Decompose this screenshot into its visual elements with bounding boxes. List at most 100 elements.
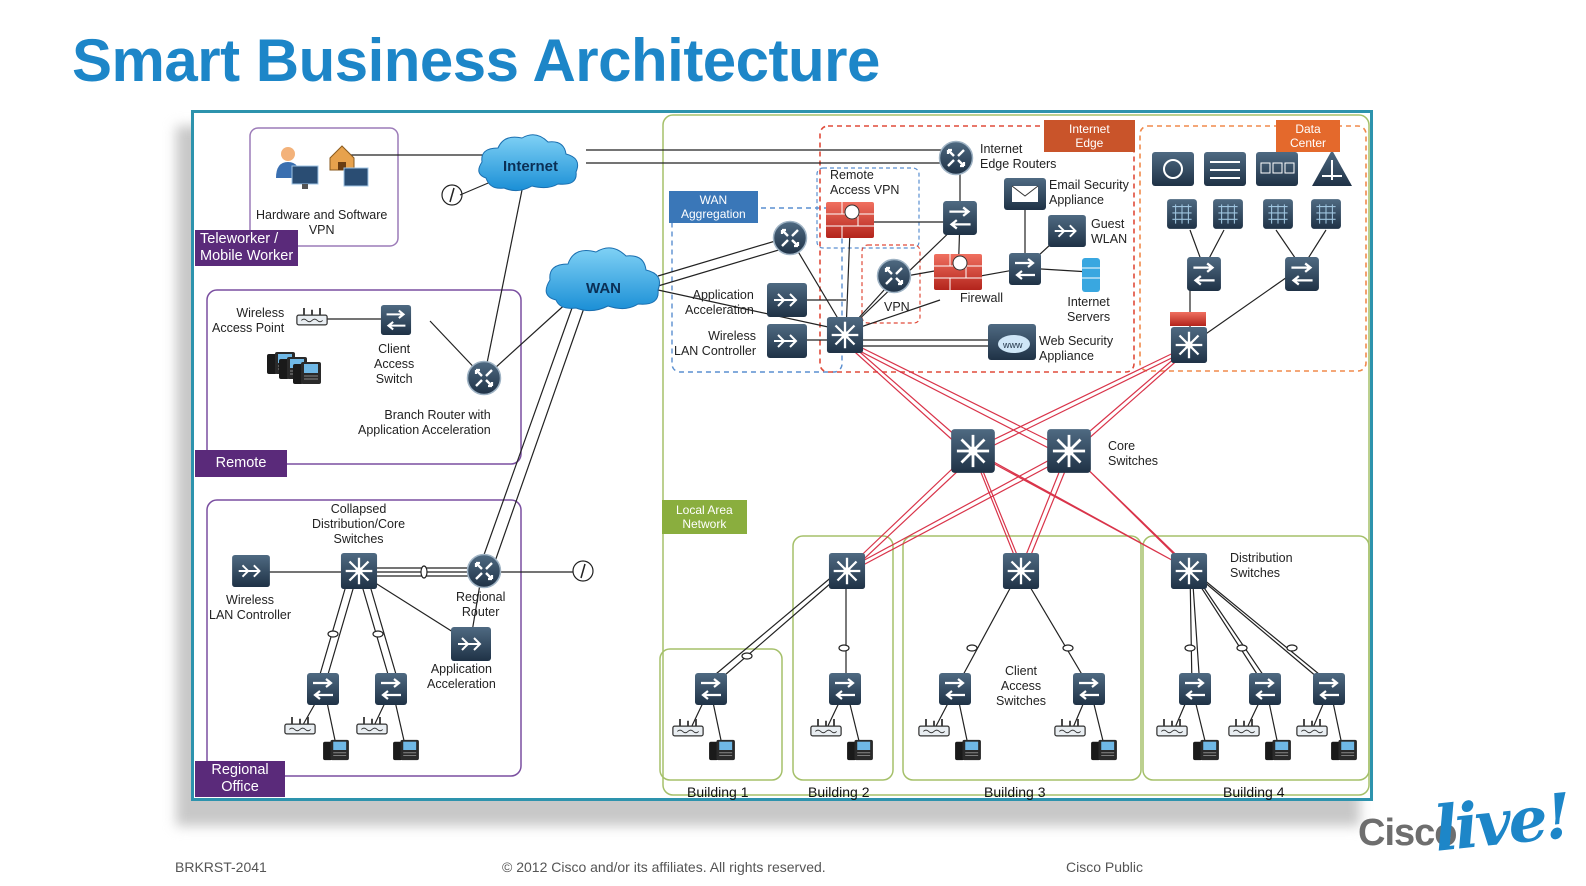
dc-server-icon <box>1310 198 1342 230</box>
building-3-label: Building 3 <box>984 784 1046 800</box>
building-1-region <box>659 648 783 781</box>
firewall-label: Firewall <box>960 291 1004 305</box>
data-center-line2: Center <box>1290 136 1327 150</box>
app-accel-regional-icon <box>449 626 493 662</box>
building-2-region <box>792 535 894 781</box>
page-title: Smart Business Architecture <box>72 27 880 94</box>
building-4-region <box>1142 535 1370 781</box>
www-label: www <box>1003 340 1023 350</box>
internet-edge-tag: Internet Edge <box>1044 120 1135 152</box>
regional-router-icon <box>466 553 502 589</box>
building-endpoints-icon <box>672 718 1358 761</box>
lan-tag-line2: Network <box>682 517 727 531</box>
vpn-region <box>861 244 921 324</box>
remote-vpn-region <box>816 167 920 249</box>
cisco-logo: Cisco <box>1358 812 1457 854</box>
internet-server-icon <box>1082 258 1100 292</box>
home-office-icon <box>329 145 369 187</box>
wlc-regional-icon <box>231 554 271 588</box>
teleworker-user-icon <box>276 147 319 189</box>
building-4-label: Building 4 <box>1223 784 1285 800</box>
core-switch-icon <box>950 428 996 474</box>
lan-region <box>662 114 1370 796</box>
client-access-switch-icon <box>380 304 412 336</box>
access-switch-icon <box>694 672 728 706</box>
dc-server-icon <box>1166 198 1198 230</box>
remote-vpn-firewall-icon <box>826 202 874 238</box>
regional-office-tag: Regional Office <box>195 761 285 797</box>
wan-agg-line1: WAN <box>699 193 728 207</box>
data-center-line1: Data <box>1295 122 1321 136</box>
regional-tag-line2: Office <box>221 779 259 795</box>
teleworker-tag-line1: Teleworker / <box>200 231 279 247</box>
session-code: BRKRST-2041 <box>175 859 267 875</box>
dc-server-icon <box>1212 198 1244 230</box>
data-center-appliances-icon <box>1152 150 1352 186</box>
dc-server-icon <box>1262 198 1294 230</box>
distribution-switch-icon <box>828 552 866 590</box>
web-security-icon <box>988 324 1036 360</box>
dc-switch-icon <box>1284 256 1320 292</box>
regional-access-switch-icon <box>374 672 408 706</box>
wan-router-icon <box>772 220 808 256</box>
core-switch-icon <box>1046 428 1092 474</box>
wireless-ap-icon <box>356 716 388 735</box>
classification: Cisco Public <box>1066 859 1144 875</box>
distribution-switch-icon <box>1170 552 1208 590</box>
copyright: © 2012 Cisco and/or its affiliates. All … <box>502 859 826 875</box>
access-switch-icon <box>1072 672 1106 706</box>
wan-aggregation-tag: WAN Aggregation <box>669 191 758 223</box>
dc-core-switch-icon <box>1170 326 1208 364</box>
wireless-ap-icon <box>284 716 316 735</box>
access-switch-icon <box>938 672 972 706</box>
internet-cloud-label: Internet <box>503 158 559 175</box>
edge-switch-icon <box>942 200 978 236</box>
wlc-icon <box>765 323 809 359</box>
wan-agg-line2: Aggregation <box>681 207 746 221</box>
building-2-label: Building 2 <box>808 784 870 800</box>
regional-access-switch-icon <box>306 672 340 706</box>
internet-handoff-icons <box>441 177 594 582</box>
wan-cloud-label: WAN <box>586 280 621 297</box>
teleworker-tag: Teleworker / Mobile Worker <box>195 230 299 266</box>
regional-tag-line1: Regional <box>211 762 269 778</box>
ip-phone-icon <box>322 739 350 761</box>
distribution-switch-icon <box>1002 552 1040 590</box>
internet-edge-region <box>819 125 1135 373</box>
email-security-icon <box>1004 178 1046 210</box>
ip-phone-icon <box>392 739 420 761</box>
wan-cloud-icon <box>545 247 660 312</box>
building-3-region <box>902 535 1142 781</box>
lan-tag: Local Area Network <box>662 500 747 534</box>
ip-phone-icon <box>266 351 322 385</box>
hq-core-switch-icon <box>826 316 864 354</box>
dc-switch-icon <box>1186 256 1222 292</box>
dmz-switch-icon <box>1008 252 1042 286</box>
collapsed-core-icon <box>340 552 378 590</box>
internet-edge-router-icon <box>938 140 974 176</box>
internet-cloud-icon <box>478 134 579 192</box>
access-switch-icon <box>1312 672 1346 706</box>
remote-tag: Remote <box>195 450 287 477</box>
lan-tag-line1: Local Area <box>676 503 733 517</box>
data-center-tag: Data Center <box>1276 120 1341 152</box>
internet-edge-line1: Internet <box>1069 122 1110 136</box>
guest-wlan-icon <box>1047 214 1087 248</box>
